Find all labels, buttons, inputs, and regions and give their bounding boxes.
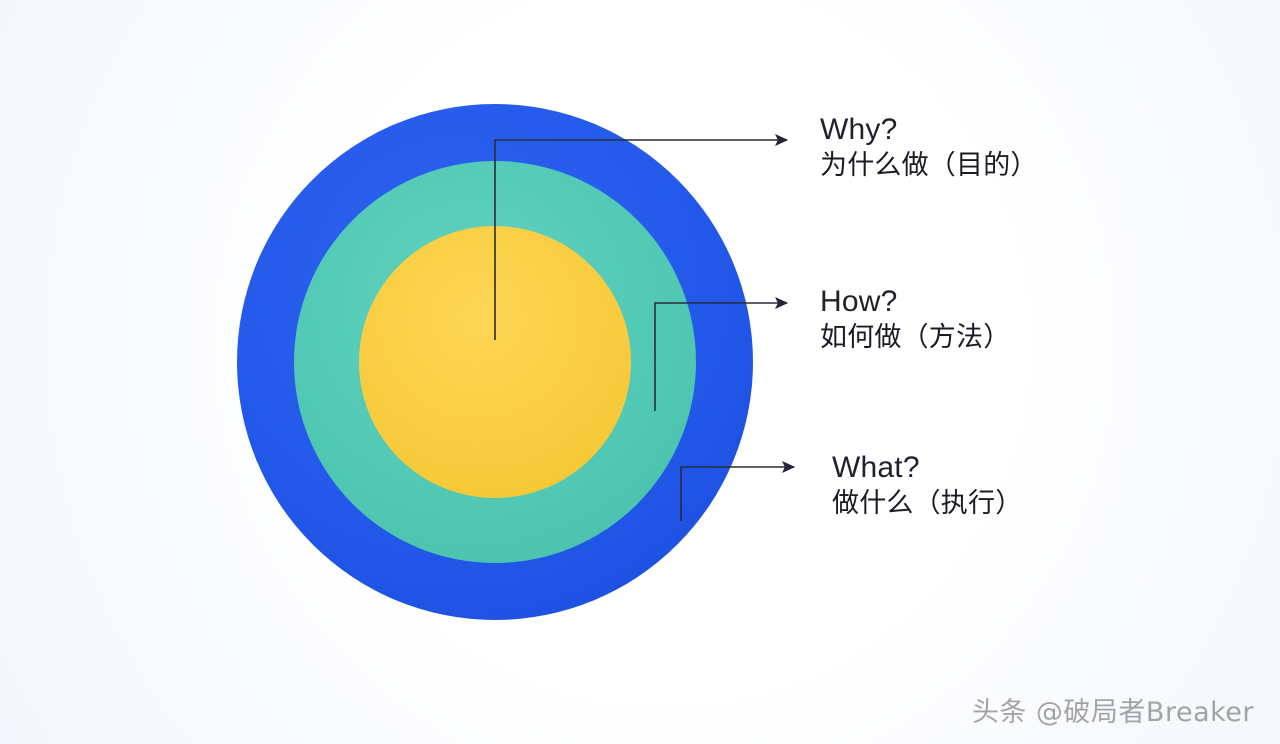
callout-why[interactable]: Why? 为什么做（目的）: [820, 112, 1038, 184]
ring-inner-why[interactable]: [359, 226, 631, 498]
leader-line-why: [494, 134, 789, 340]
callout-why-subtitle: 为什么做（目的）: [820, 150, 1038, 181]
leader-line-how: [654, 297, 789, 411]
leader-line-what: [680, 461, 796, 521]
callout-what-subtitle: 做什么（执行）: [832, 488, 1023, 519]
callout-how-subtitle: 如何做（方法）: [820, 322, 1011, 353]
watermark-text: 头条 @破局者Breaker: [971, 697, 1254, 728]
callout-how-title: How?: [820, 285, 898, 318]
callout-what[interactable]: What? 做什么（执行）: [832, 450, 1022, 522]
callout-what-title: What?: [832, 451, 920, 484]
callout-why-title: Why?: [820, 113, 898, 146]
callout-how[interactable]: How? 如何做（方法）: [820, 284, 1010, 356]
